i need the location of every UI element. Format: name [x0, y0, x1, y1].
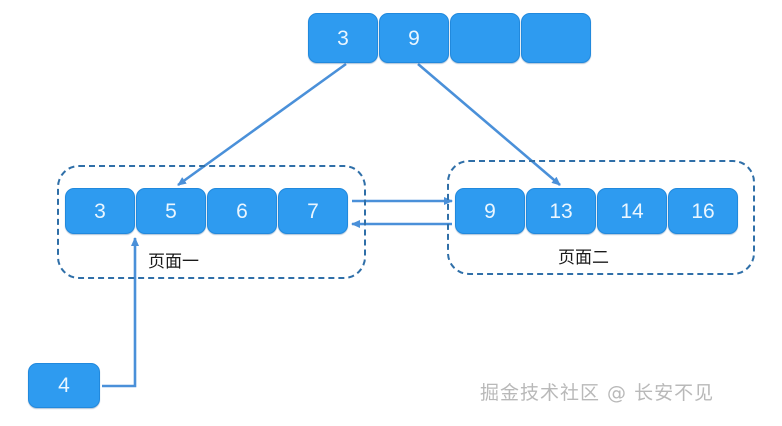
page-two-node: 9 13 14 16	[455, 188, 738, 234]
page-two-cell-2[interactable]: 14	[597, 188, 667, 234]
page-one-boundary	[57, 165, 366, 279]
root-cell-2[interactable]	[450, 13, 520, 63]
page-one-cell-0[interactable]: 3	[65, 188, 135, 234]
insert-node: 4	[28, 363, 100, 408]
page-one-label: 页面一	[148, 252, 199, 272]
root-cell-3[interactable]	[521, 13, 591, 63]
page-two-cell-1[interactable]: 13	[526, 188, 596, 234]
page-one-cell-3[interactable]: 7	[278, 188, 348, 234]
page-one-node: 3 5 6 7	[65, 188, 348, 234]
page-one-cell-2[interactable]: 6	[207, 188, 277, 234]
root-cell-1[interactable]: 9	[379, 13, 449, 63]
page-two-label: 页面二	[558, 248, 609, 268]
page-two-boundary	[447, 160, 755, 275]
insert-node-cell[interactable]: 4	[28, 363, 100, 408]
page-two-cell-3[interactable]: 16	[668, 188, 738, 234]
watermark-text: 掘金技术社区 @ 长安不见	[480, 382, 715, 404]
page-two-cell-0[interactable]: 9	[455, 188, 525, 234]
root-cell-0[interactable]: 3	[308, 13, 378, 63]
root-node: 3 9	[308, 13, 591, 63]
page-one-cell-1[interactable]: 5	[136, 188, 206, 234]
